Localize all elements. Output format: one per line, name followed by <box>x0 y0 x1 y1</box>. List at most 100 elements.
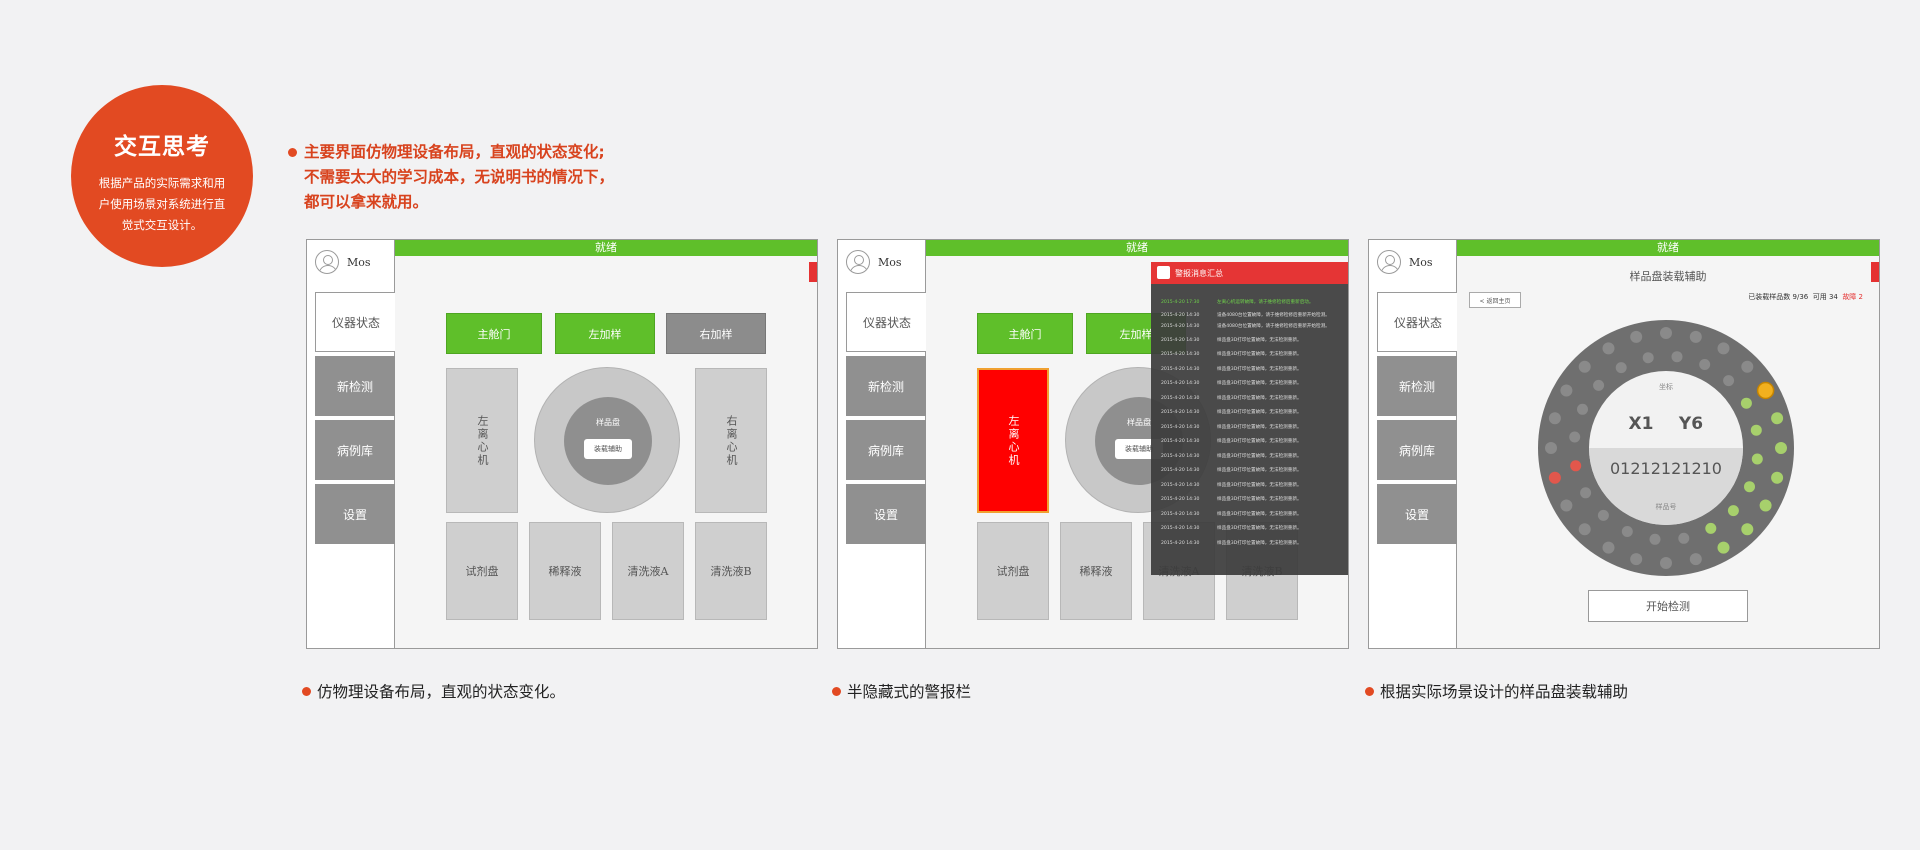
nav-device-status[interactable]: 仪器状态 <box>1377 292 1458 352</box>
sample-slot[interactable] <box>1560 499 1573 512</box>
sample-slot[interactable] <box>1727 505 1739 517</box>
sample-slot[interactable] <box>1578 523 1591 536</box>
sample-slot[interactable] <box>1548 471 1561 484</box>
caption-device-layout: 仿物理设备布局，直观的状态变化。 <box>302 680 565 702</box>
sample-slot[interactable] <box>1775 442 1787 454</box>
diluent[interactable]: 稀释液 <box>1060 522 1132 620</box>
sample-slot[interactable] <box>1602 342 1615 355</box>
sample-slot[interactable] <box>1699 359 1711 370</box>
nav-device-status[interactable]: 仪器状态 <box>846 292 927 352</box>
nav-device-status[interactable]: 仪器状态 <box>315 292 396 352</box>
sample-slot[interactable] <box>1717 541 1730 554</box>
wash-solution-a[interactable]: 清洗液A <box>612 522 684 620</box>
sample-slot[interactable] <box>1741 360 1754 373</box>
sample-slot[interactable] <box>1740 397 1752 409</box>
sample-dish[interactable]: 样品盘 装载辅助 <box>534 367 680 513</box>
nav-new-test[interactable]: 新检测 <box>846 356 926 416</box>
sample-slot[interactable] <box>1671 351 1683 363</box>
alarm-tab[interactable] <box>809 262 817 282</box>
sample-slot[interactable] <box>1597 509 1609 521</box>
nav-new-test[interactable]: 新检测 <box>315 356 395 416</box>
nav-case-library[interactable]: 病例库 <box>315 420 395 480</box>
sample-slot[interactable] <box>1723 375 1735 387</box>
nav-case-library[interactable]: 病例库 <box>1377 420 1457 480</box>
sample-slot[interactable] <box>1560 384 1573 397</box>
nav-settings[interactable]: 设置 <box>846 484 926 544</box>
nav-new-test[interactable]: 新检测 <box>1377 356 1457 416</box>
diluent[interactable]: 稀释液 <box>529 522 601 620</box>
sample-slot[interactable] <box>1569 431 1581 443</box>
reagent-tray[interactable]: 试剂盘 <box>977 522 1049 620</box>
right-sampler-button[interactable]: 右加样 <box>666 313 766 354</box>
reagent-tray[interactable]: 试剂盘 <box>446 522 518 620</box>
sample-slot[interactable] <box>1759 499 1772 512</box>
sample-slot[interactable] <box>1751 453 1763 465</box>
sample-slot[interactable] <box>1717 342 1730 355</box>
sample-slot[interactable] <box>1630 330 1643 343</box>
user-profile[interactable]: Mos <box>846 249 902 275</box>
sample-slot[interactable] <box>1545 442 1557 454</box>
sample-slot[interactable] <box>1593 379 1605 391</box>
left-sampler-button[interactable]: 左加样 <box>555 313 655 354</box>
sample-slot[interactable] <box>1630 553 1643 566</box>
sample-slot[interactable] <box>1660 557 1672 569</box>
alarm-message: 样品盘3D打印位置故障，无法检测重新。 <box>1217 424 1302 430</box>
wash-solution-b[interactable]: 清洗液B <box>695 522 767 620</box>
nav-case-library[interactable]: 病例库 <box>846 420 926 480</box>
sample-slot[interactable] <box>1621 526 1633 537</box>
sample-slot[interactable] <box>1756 381 1775 400</box>
sample-slot[interactable] <box>1642 352 1654 364</box>
sample-slot[interactable] <box>1689 330 1702 343</box>
sample-slot[interactable] <box>1660 327 1672 339</box>
sample-slot[interactable] <box>1771 412 1784 425</box>
load-assist-button[interactable]: 装载辅助 <box>584 439 632 459</box>
alarm-header[interactable]: 警报消息汇总 <box>1151 262 1348 284</box>
sample-slot[interactable] <box>1678 532 1690 544</box>
alarm-tab[interactable] <box>1871 262 1879 282</box>
sample-slot[interactable] <box>1602 541 1615 554</box>
left-centrifuge-fault[interactable]: 左离心机 <box>977 368 1049 513</box>
sample-slot[interactable] <box>1578 360 1591 373</box>
main-door-button[interactable]: 主舱门 <box>446 313 542 354</box>
main-door-button[interactable]: 主舱门 <box>977 313 1073 354</box>
nav-settings[interactable]: 设置 <box>1377 484 1457 544</box>
right-centrifuge[interactable]: 右离心机 <box>695 368 767 513</box>
back-home-button[interactable]: < 返回主页 <box>1469 292 1521 308</box>
sample-slot[interactable] <box>1580 487 1592 499</box>
sample-slot[interactable] <box>1570 460 1582 472</box>
sample-slot[interactable] <box>1744 481 1755 493</box>
sample-slot[interactable] <box>1577 403 1588 415</box>
sample-slot[interactable] <box>1705 522 1717 534</box>
sample-slot[interactable] <box>1649 533 1661 545</box>
sample-slot[interactable] <box>1750 424 1762 436</box>
nav-settings[interactable]: 设置 <box>315 484 395 544</box>
user-profile[interactable]: Mos <box>1377 249 1433 275</box>
sample-slot[interactable] <box>1771 471 1784 484</box>
start-test-button[interactable]: 开始检测 <box>1588 590 1748 622</box>
user-profile[interactable]: Mos <box>315 249 371 275</box>
sample-slot[interactable] <box>1548 412 1561 425</box>
sample-slot[interactable] <box>1689 553 1702 566</box>
sample-slot[interactable] <box>1741 523 1754 536</box>
left-centrifuge[interactable]: 左离心机 <box>446 368 518 513</box>
sample-slot[interactable] <box>1615 362 1627 374</box>
